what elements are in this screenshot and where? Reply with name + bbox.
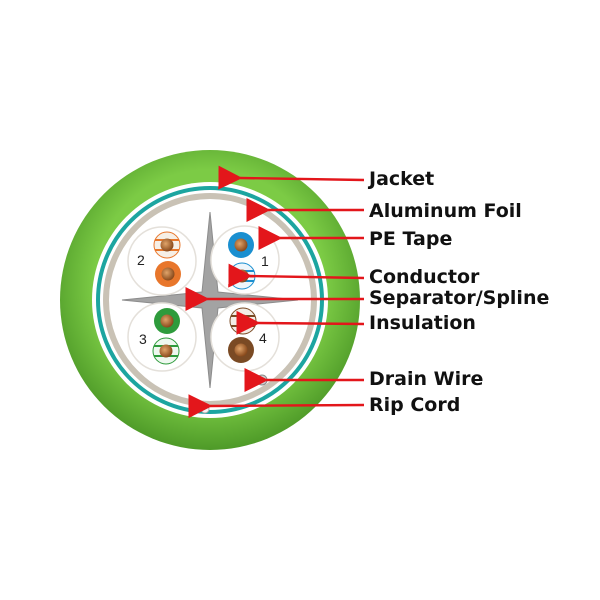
rip-cord-arrow — [188, 394, 365, 419]
pair-number-1: 1 — [261, 253, 269, 269]
pair-4-white-conductor — [236, 314, 250, 328]
pair-number-2: 2 — [137, 252, 145, 268]
pair-3-color-conductor — [160, 314, 174, 328]
conductor-arrow — [228, 263, 365, 288]
jacket-arrow — [218, 165, 365, 190]
pair-2-color-conductor — [161, 267, 175, 281]
rip-cord-label: Rip Cord — [369, 394, 460, 416]
conductor-label: Conductor — [369, 266, 480, 288]
aluminum-foil-label: Aluminum Foil — [369, 200, 522, 222]
separator-label: Separator/Spline — [369, 287, 549, 309]
pair-1-color-conductor — [234, 238, 248, 252]
pair-number-4: 4 — [259, 330, 267, 346]
callout-arrows — [185, 165, 365, 419]
jacket-label: Jacket — [367, 168, 434, 190]
pair-number-3: 3 — [139, 331, 147, 347]
insulation-arrow — [236, 310, 365, 335]
pair-3-white-conductor — [159, 344, 173, 358]
pe-tape-label: PE Tape — [369, 228, 452, 250]
drain-wire — [256, 374, 268, 386]
rip-cord — [200, 404, 210, 414]
pair-2-white-conductor — [160, 238, 174, 252]
pair-3-wires — [152, 308, 180, 365]
insulation-label: Insulation — [369, 312, 476, 334]
pair-1-white-conductor — [235, 269, 249, 283]
pair-2-wires — [153, 231, 181, 287]
pair-4-color-conductor — [234, 343, 248, 357]
drain-wire-label: Drain Wire — [369, 368, 483, 390]
